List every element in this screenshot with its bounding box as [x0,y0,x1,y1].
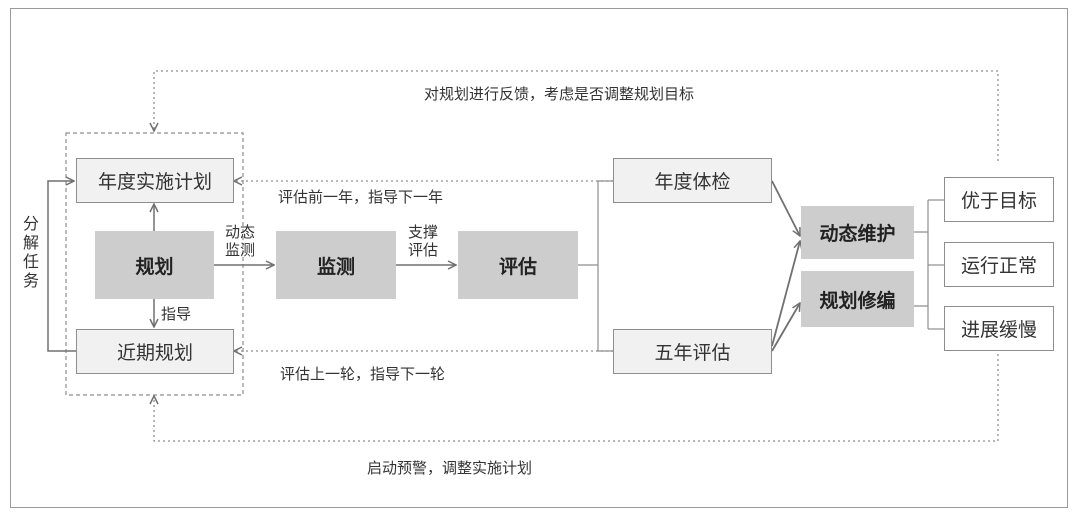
split-vertical-line [597,180,613,352]
warning-loop-bottom [154,349,999,442]
decompose-tasks-label: 分解任务 [22,214,39,290]
fiveyear-to-maintain-arrow [771,241,800,347]
annual-checkup-box: 年度体检 [613,158,772,203]
evaluate-box: 评估 [458,231,578,299]
slow-progress-box: 进展缓慢 [944,306,1054,351]
plan-revise-box: 规划修编 [801,271,914,327]
eval-prev-year-label: 评估前一年，指导下一年 [278,188,444,206]
diagram-frame [10,8,1068,508]
status-bracket [914,231,929,307]
support-eval-label-1: 支撑 [408,223,439,241]
dynamic-monitor-label-1: 动态 [225,223,256,241]
early-warning-label: 启动预警，调整实施计划 [367,459,533,477]
normal-operation-box: 运行正常 [944,242,1054,287]
eval-prev-round-label: 评估上一轮，指导下一轮 [280,365,446,383]
annual-plan-box: 年度实施计划 [76,158,234,203]
dynamic-monitor-label-2: 监测 [225,241,256,259]
better-than-target-box: 优于目标 [944,177,1054,222]
five-year-eval-box: 五年评估 [613,329,772,374]
feedback-top-label: 对规划进行反馈，考虑是否调整规划目标 [424,85,695,103]
monitor-box: 监测 [276,231,396,299]
near-term-plan-box: 近期规划 [76,329,234,374]
checkup-to-maintain-arrow [771,180,801,236]
dynamic-maintain-box: 动态维护 [801,206,914,259]
feedback-loop-top [154,70,999,161]
decompose-bracket [47,181,76,352]
support-eval-label-2: 评估 [408,241,439,259]
plan-box: 规划 [95,231,214,299]
fiveyear-to-revise-arrow [771,303,800,352]
guide-label: 指导 [161,305,192,323]
